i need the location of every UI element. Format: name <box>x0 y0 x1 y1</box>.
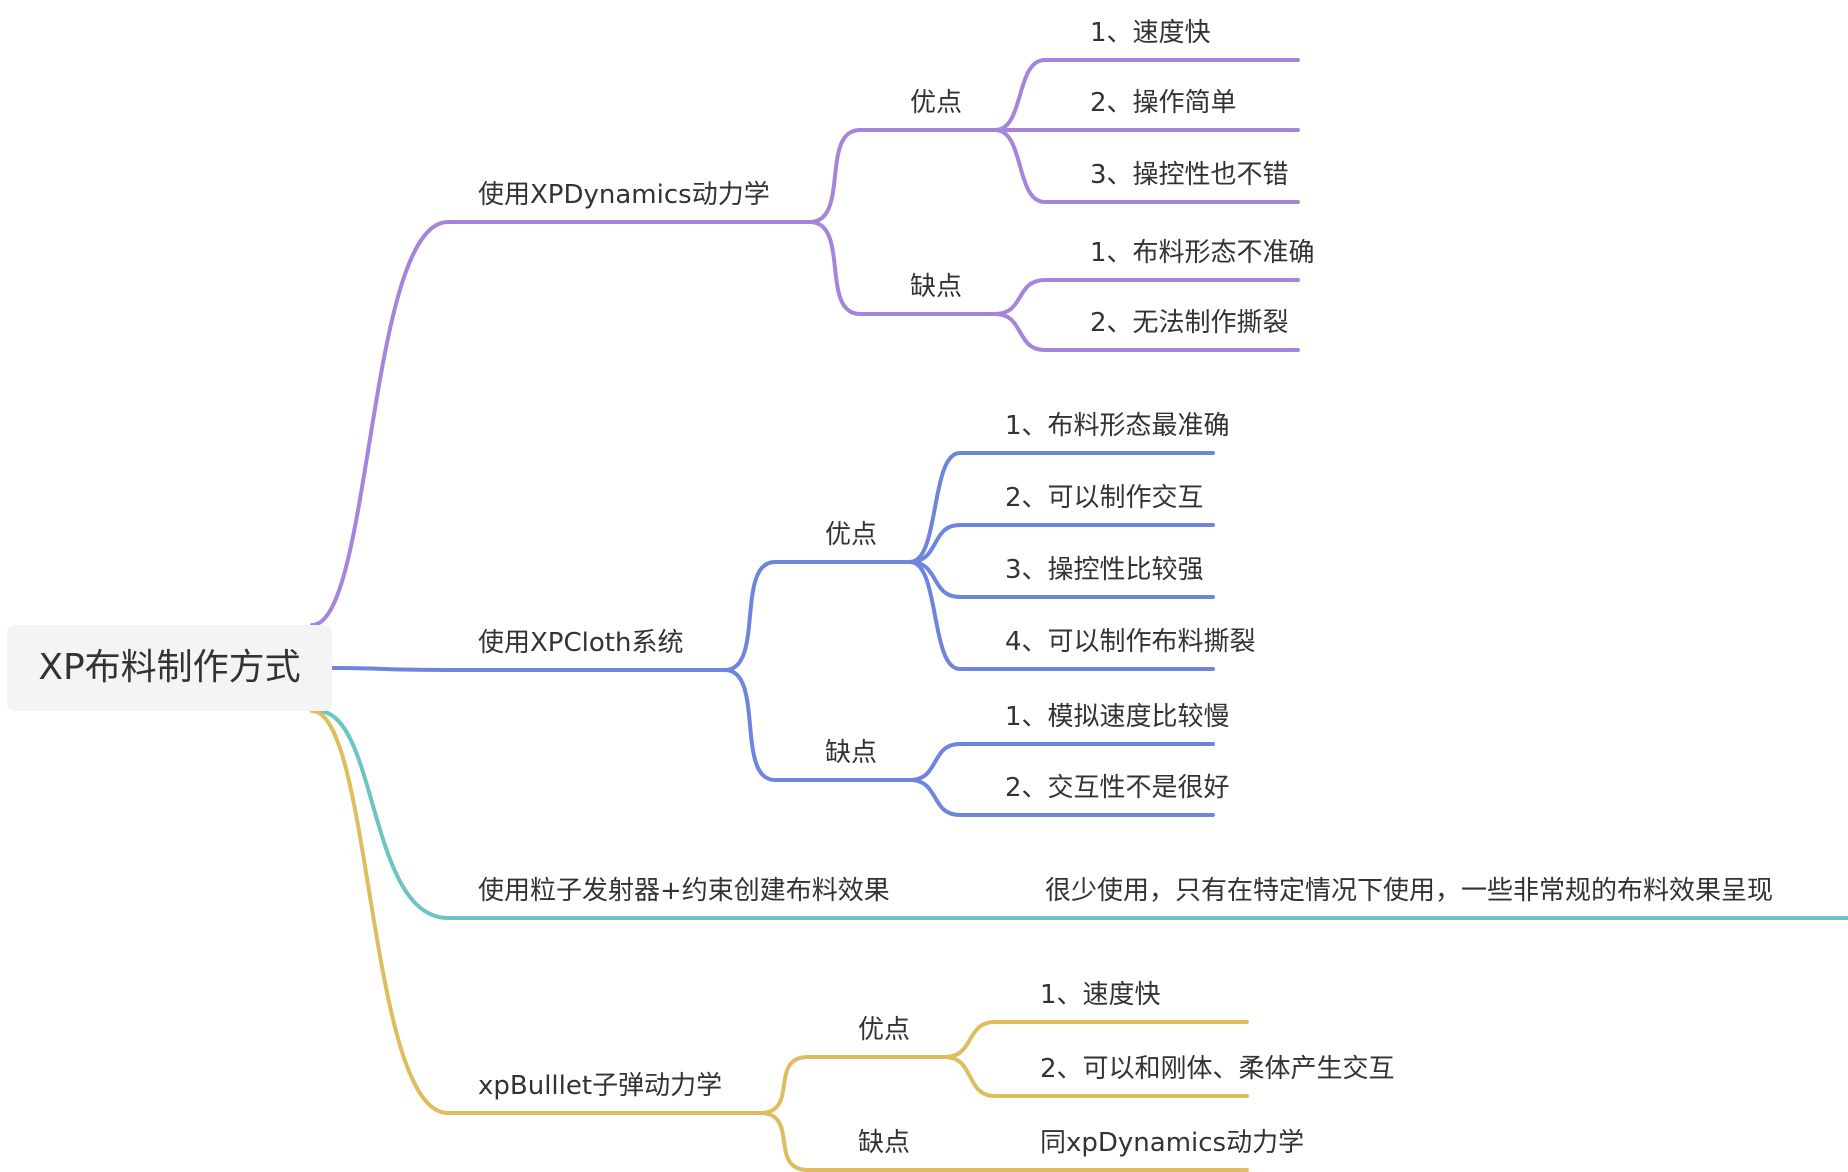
leaf-connector <box>908 778 1215 817</box>
leaf-label[interactable]: 2、操作简单 <box>1090 88 1237 118</box>
leaf-label[interactable]: 4、可以制作布料撕裂 <box>1005 627 1256 657</box>
leaf-connector <box>993 278 1300 316</box>
sub-connector <box>723 560 777 672</box>
branch-label[interactable]: 使用XPCloth系统 <box>478 628 684 658</box>
branch-label[interactable]: xpBulllet子弹动力学 <box>478 1071 723 1101</box>
branch-note[interactable]: 很少使用，只有在特定情况下使用，一些非常规的布料效果呈现 <box>1045 876 1774 906</box>
sub-connector <box>758 1055 810 1115</box>
leaf-connector <box>993 58 1300 132</box>
sub-connector <box>808 220 862 316</box>
leaf-label[interactable]: 1、布料形态最准确 <box>1005 411 1230 441</box>
sub-label[interactable]: 缺点 <box>910 272 963 302</box>
leaf-label[interactable]: 2、无法制作撕裂 <box>1090 308 1289 338</box>
branch-connector <box>310 709 450 1115</box>
leaf-connector <box>908 560 1215 671</box>
branch-connector <box>330 666 450 672</box>
sub-label[interactable]: 优点 <box>825 520 878 550</box>
leaf-label[interactable]: 1、速度快 <box>1040 980 1161 1010</box>
leaf-connector <box>908 742 1215 782</box>
leaf-label[interactable]: 同xpDynamics动力学 <box>1040 1128 1305 1158</box>
sub-label[interactable]: 缺点 <box>825 738 878 768</box>
leaf-connector <box>908 523 1215 564</box>
leaf-connector <box>993 312 1300 352</box>
leaf-label[interactable]: 3、操控性也不错 <box>1090 160 1289 190</box>
branch-label[interactable]: 使用XPDynamics动力学 <box>478 180 770 210</box>
leaf-connector <box>943 1020 1249 1059</box>
leaf-label[interactable]: 2、可以和刚体、柔体产生交互 <box>1040 1054 1395 1084</box>
leaf-connector <box>943 1055 1249 1098</box>
leaf-connector <box>993 128 1300 204</box>
leaf-label[interactable]: 1、布料形态不准确 <box>1090 238 1315 268</box>
sub-label[interactable]: 优点 <box>858 1015 911 1045</box>
sub-connector <box>808 128 862 224</box>
sub-connector <box>723 668 777 782</box>
root-node[interactable]: XP布料制作方式 <box>7 625 332 711</box>
root-label: XP布料制作方式 <box>38 647 301 688</box>
leaf-label[interactable]: 2、可以制作交互 <box>1005 483 1204 513</box>
leaf-label[interactable]: 1、速度快 <box>1090 18 1211 48</box>
leaf-label[interactable]: 1、模拟速度比较慢 <box>1005 702 1230 732</box>
branch-connector <box>316 709 450 920</box>
leaf-label[interactable]: 3、操控性比较强 <box>1005 555 1204 585</box>
branch-label[interactable]: 使用粒子发射器+约束创建布料效果 <box>478 876 890 906</box>
sub-connector <box>758 1111 810 1172</box>
leaf-label[interactable]: 2、交互性不是很好 <box>1005 773 1230 803</box>
sub-label[interactable]: 优点 <box>910 88 963 118</box>
branch-connector <box>310 220 450 627</box>
leaf-connector <box>908 451 1215 564</box>
sub-label[interactable]: 缺点 <box>858 1128 911 1158</box>
